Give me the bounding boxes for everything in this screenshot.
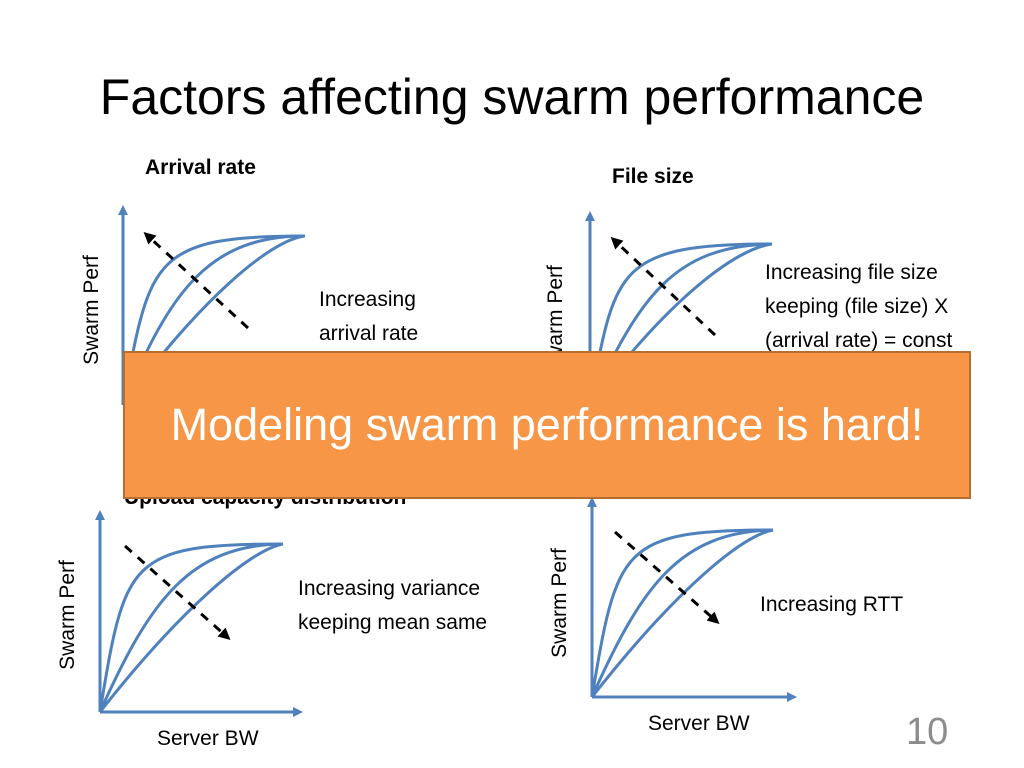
annotation-upload-capacity: Increasing variance keeping mean same — [298, 572, 487, 640]
trend-arrow — [143, 231, 250, 330]
annotation-rtt: Increasing RTT — [760, 588, 903, 622]
curve — [98, 542, 284, 713]
trend-arrow — [610, 236, 717, 337]
callout-text: Modeling swarm performance is hard! — [170, 399, 924, 450]
trend-arrow — [614, 530, 720, 624]
annotation-line: Increasing RTT — [760, 593, 904, 616]
annotation-arrival-rate: Increasing arrival rate — [319, 283, 418, 351]
curve — [98, 542, 284, 713]
annotation-line: arrival rate — [319, 322, 419, 345]
curve — [98, 542, 284, 713]
annotation-line: keeping (file size) X — [765, 295, 949, 318]
annotation-line: (arrival rate) = const — [765, 329, 953, 352]
x-axis-label-rtt: Server BW — [648, 712, 750, 735]
plot-upload-capacity — [95, 510, 303, 717]
trend-arrow — [124, 544, 231, 640]
slide-title: Factors affecting swarm performance — [99, 69, 925, 125]
annotation-line: keeping mean same — [298, 611, 488, 634]
curve — [590, 528, 774, 698]
curve — [590, 528, 774, 698]
annotation-line: Increasing variance — [298, 577, 481, 600]
curve — [590, 528, 774, 698]
plot-rtt — [587, 497, 797, 702]
annotation-line: Increasing — [319, 288, 416, 311]
panel-heading-arrival-rate: Arrival rate — [145, 156, 256, 179]
annotation-line: Increasing file size — [765, 261, 938, 284]
annotation-file-size: Increasing file size keeping (file size)… — [765, 256, 952, 358]
panel-heading-file-size: File size — [612, 165, 694, 188]
callout-banner: Modeling swarm performance is hard! — [123, 351, 971, 499]
x-axis-label-upload-capacity: Server BW — [157, 727, 259, 750]
slide-number: 10 — [906, 711, 949, 753]
